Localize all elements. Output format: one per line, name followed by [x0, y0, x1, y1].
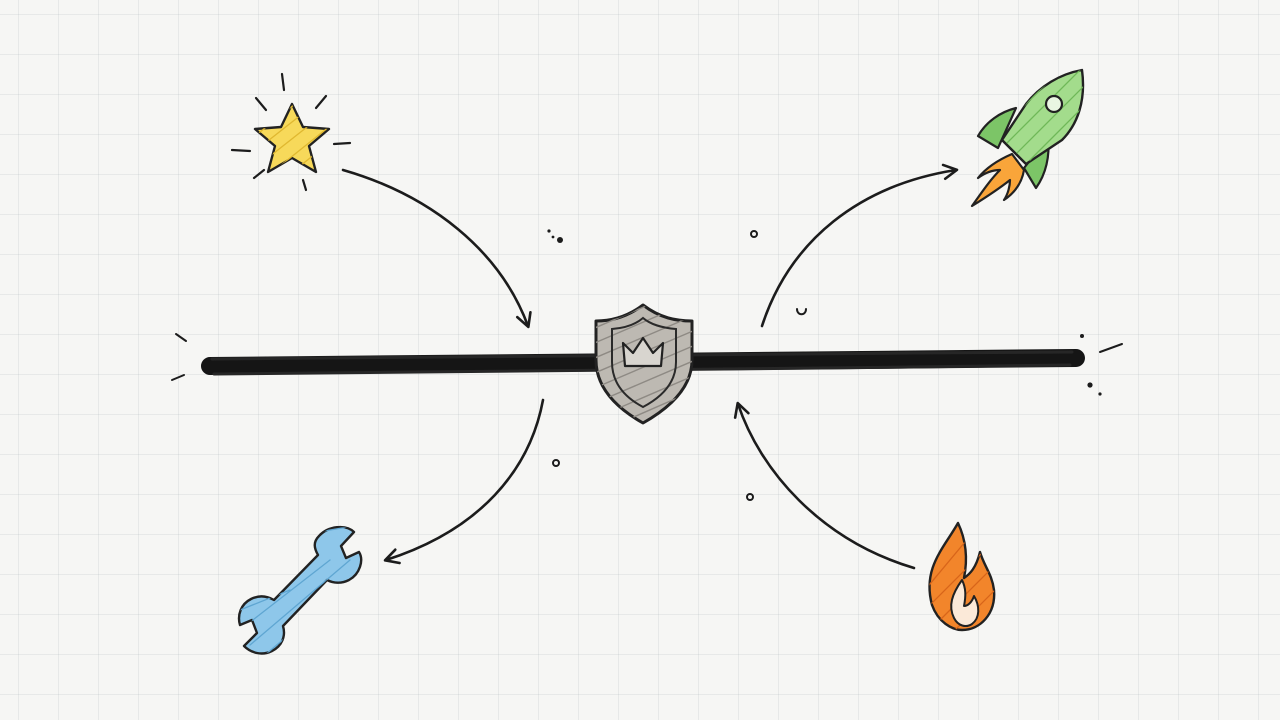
star-icon — [230, 72, 352, 192]
arrow-center-to-rocket — [760, 163, 959, 328]
arrow-center-to-wrench — [383, 398, 545, 565]
sketch-dots — [552, 230, 758, 501]
shield-crown-icon — [594, 303, 694, 425]
wrench-icon — [237, 525, 363, 655]
arrow-star-to-center — [341, 168, 532, 329]
sketch-marks — [171, 308, 1123, 381]
arrow-fire-to-center — [733, 401, 916, 570]
rocket-icon — [970, 68, 1085, 208]
fire-icon — [928, 521, 996, 632]
sketch-specks — [547, 229, 1102, 396]
